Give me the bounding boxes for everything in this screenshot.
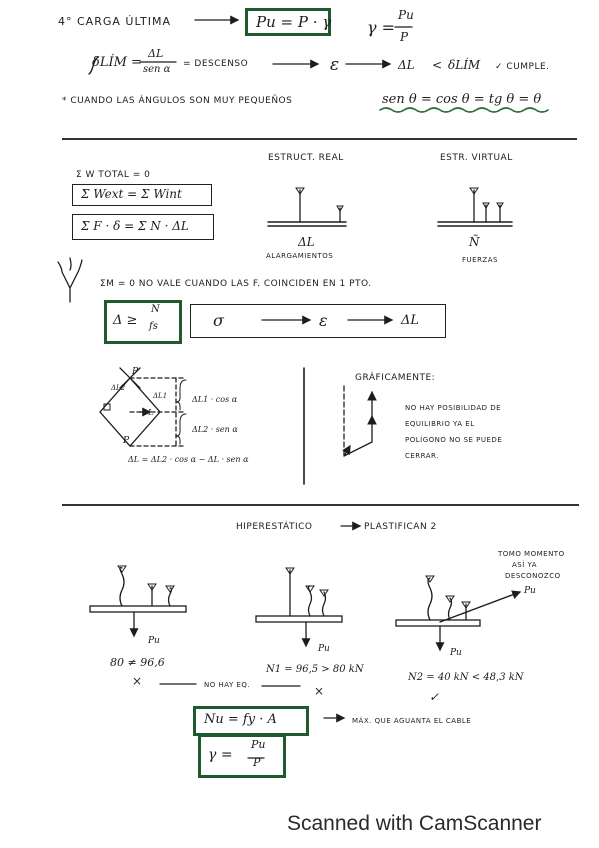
alargamientos-label: alargamientos bbox=[266, 252, 334, 260]
delta-l-1: ΔL bbox=[398, 58, 415, 72]
plastifican-label: plastifican 2 bbox=[364, 522, 437, 532]
pu-formula: Pu = P · γ bbox=[256, 13, 332, 31]
scanner-footer: Scanned with CamScanner bbox=[287, 812, 542, 835]
toma-line-4: Pu bbox=[524, 586, 536, 596]
delta-den: fs bbox=[149, 321, 158, 332]
rhombus-dl2-side: ΔL2 bbox=[111, 384, 126, 392]
nu-formula: Nu = fy · A bbox=[204, 712, 277, 727]
delta-lim-2: δLÍM bbox=[448, 58, 481, 72]
divider-2 bbox=[62, 504, 579, 506]
frac-num: ΔL bbox=[148, 47, 164, 60]
ff-box: Σ F · δ = Σ N · ΔL bbox=[72, 214, 214, 240]
wext-box: Σ Wext = Σ Wint bbox=[72, 184, 212, 206]
no-eq-line-4: cerrar. bbox=[405, 452, 439, 460]
integral-stroke bbox=[88, 56, 99, 75]
ff-formula: Σ F · δ = Σ N · ΔL bbox=[81, 219, 189, 233]
estruct-real-label: Estruct. real bbox=[268, 153, 344, 163]
rhombus-p-top: P bbox=[132, 367, 139, 377]
cumple-label: ✓ cumple. bbox=[495, 62, 550, 72]
delta-l-real: ΔL bbox=[298, 235, 315, 249]
frac-den: sen α bbox=[143, 64, 171, 75]
delta-lim: δLÍM = bbox=[92, 55, 142, 70]
no-eq-line-2: equilibrio ya el bbox=[405, 420, 475, 428]
gamma-box: γ = Pu P bbox=[198, 734, 286, 778]
moment-note: ΣM = 0 no vale cuando las f. coinciden e… bbox=[100, 279, 372, 289]
hiperestatico-title: Hiperestático bbox=[236, 522, 313, 532]
note-text: * cuando las ángulos son muy pequeños bbox=[62, 96, 293, 106]
no-eq-line-1: No hay posibilidad de bbox=[405, 404, 502, 412]
pu-label-3: Pu bbox=[450, 648, 462, 658]
pu-label-2: Pu bbox=[318, 644, 330, 654]
cross-1: × bbox=[132, 674, 143, 688]
toma-line-1: Tomo momento bbox=[498, 550, 565, 558]
wavy-underline bbox=[379, 107, 549, 113]
n1-value: N1 = 96,5 > 80 kN bbox=[266, 664, 364, 675]
gamma-box-num: Pu bbox=[251, 738, 266, 751]
carga-ultima-label: 4° carga última bbox=[58, 15, 172, 28]
n-tilde: Ñ bbox=[469, 235, 480, 249]
delta-box: Δ ≥ N fs bbox=[104, 300, 182, 344]
small-angle-formula: sen θ = cos θ = tg θ = θ bbox=[382, 92, 542, 107]
delta-l-2: ΔL bbox=[401, 313, 420, 328]
max-text: máx. que aguanta el cable bbox=[352, 717, 472, 725]
no-eq-line-3: polígono no se puede bbox=[405, 436, 503, 444]
descenso-label: = descenso bbox=[183, 59, 249, 69]
gamma-num: Pu bbox=[398, 8, 414, 22]
rhombus-eq-bottom: ΔL = ΔL2 · cos α − ΔL · sen α bbox=[128, 455, 249, 464]
rhombus-eq1: ΔL1 · cos α bbox=[192, 395, 238, 404]
estr-virtual-label: Estr. virtual bbox=[440, 153, 513, 163]
sigma-chain-box: σ ε ΔL bbox=[190, 304, 446, 338]
delta-num: N bbox=[151, 304, 160, 315]
epsilon-2: ε bbox=[319, 311, 328, 330]
fuerzas-label: fuerzas bbox=[462, 256, 498, 264]
rhombus-dl1: ΔL1 bbox=[153, 392, 168, 400]
check-mark: ✓ bbox=[429, 690, 440, 704]
rhombus-eq2: ΔL2 · sen α bbox=[192, 425, 238, 434]
toma-line-3: desconozco bbox=[505, 572, 561, 580]
cross-2: × bbox=[314, 684, 325, 698]
pu-label-1: Pu bbox=[148, 636, 160, 646]
val-80: 80 ≠ 96,6 bbox=[110, 656, 165, 669]
epsilon-1: ε bbox=[330, 55, 340, 75]
pu-formula-box: Pu = P · γ bbox=[245, 8, 331, 36]
toma-line-2: así ya bbox=[512, 561, 538, 569]
sigma-symbol: σ bbox=[213, 311, 224, 330]
gamma-box-lhs: γ = bbox=[208, 747, 233, 763]
gamma-den: P bbox=[400, 30, 409, 44]
graficamente-label: Gráficamente: bbox=[355, 373, 436, 383]
no-hay-eq: No hay eq. bbox=[204, 681, 251, 689]
divider-1 bbox=[62, 138, 577, 140]
delta-geq: Δ ≥ bbox=[113, 313, 138, 328]
sum-w-total: Σ W TOTAL = 0 bbox=[76, 170, 151, 180]
wext-formula: Σ Wext = Σ Wint bbox=[81, 187, 182, 201]
lt-sign: < bbox=[432, 58, 443, 72]
gamma-symbol: γ = bbox=[367, 18, 396, 37]
n2-value: N2 = 40 kN < 48,3 kN bbox=[408, 672, 524, 683]
gamma-box-den: P bbox=[253, 756, 261, 769]
